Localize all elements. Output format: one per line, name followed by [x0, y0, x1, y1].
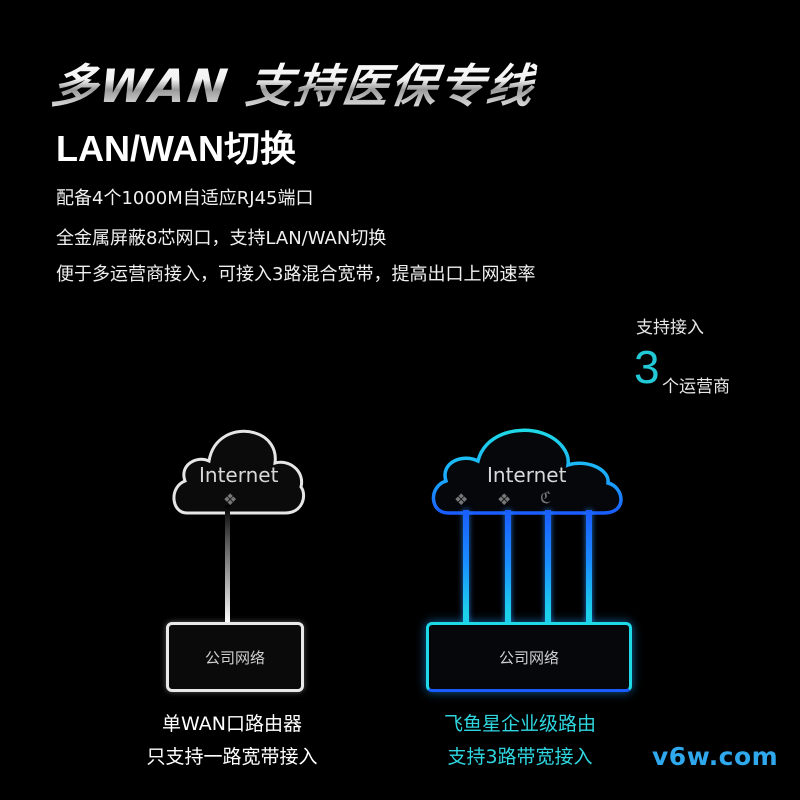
cloud-label: Internet [199, 463, 279, 487]
china-unicom-logo-icon: ❖ [223, 490, 238, 509]
cloud-label: Internet [487, 463, 567, 487]
connection-wire-4 [586, 510, 592, 624]
china-unicom-logo-icon: ❖ [497, 490, 512, 509]
subheadline: LAN/WAN切换 [56, 128, 296, 169]
carrier-callout-unit: 个运营商 [662, 377, 730, 397]
feature-line-2: 全金属屏蔽8芯网口，支持LAN/WAN切换 [56, 228, 387, 249]
caption-right-line2: 支持3路带宽接入 [447, 746, 593, 768]
feature-line-3: 便于多运营商接入，可接入3路混合宽带，提高出口上网速率 [56, 264, 536, 285]
company-network-box: 公司网络 [166, 622, 304, 692]
cloud-icon [431, 428, 623, 515]
company-network-label: 公司网络 [498, 649, 559, 667]
connection-wire-1 [463, 510, 469, 624]
china-unicom-logo-icon: ❖ [454, 490, 469, 509]
caption-right-line1: 飞鱼星企业级路由 [443, 713, 596, 735]
caption-left-line2: 只支持一路宽带接入 [146, 746, 318, 768]
headline: 多WAN 支持医保专线 [47, 50, 539, 116]
watermark: v6w.com [652, 742, 779, 771]
connection-wire-2 [505, 510, 511, 624]
company-network-label: 公司网络 [204, 649, 265, 667]
caption-left-line1: 单WAN口路由器 [162, 713, 302, 735]
connection-wire [225, 505, 230, 623]
carrier-callout-label: 支持接入 [636, 318, 704, 338]
carrier-callout-number: 3 [634, 341, 660, 393]
cloud-icon [172, 429, 306, 515]
connection-wire-3 [545, 510, 551, 624]
china-telecom-logo-icon: ℭ [540, 488, 552, 507]
company-network-box: 公司网络 [426, 622, 632, 692]
feature-line-1: 配备4个1000M自适应RJ45端口 [56, 188, 314, 209]
